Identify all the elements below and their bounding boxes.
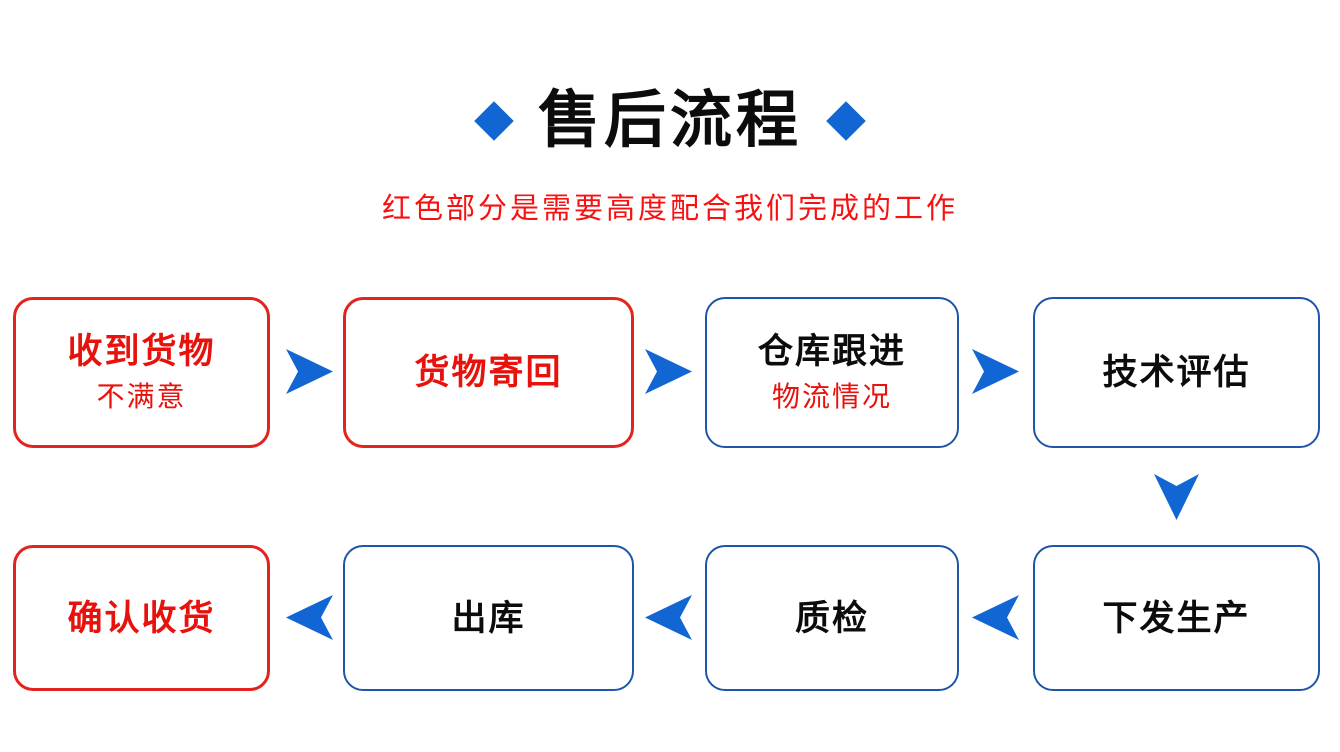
- flow-box-title: 出库: [451, 598, 526, 638]
- flow-box-goods-returned: 货物寄回: [343, 297, 634, 448]
- flow-arrow-right-icon: [286, 349, 333, 394]
- flow-arrow-left-icon: [286, 595, 333, 640]
- flow-arrow-right-icon: [645, 349, 692, 394]
- diamond-icon: [474, 101, 514, 141]
- flow-box-confirm-receipt: 确认收货: [13, 545, 270, 691]
- flow-arrow-left-icon: [645, 595, 692, 640]
- flow-box-title: 仓库跟进: [757, 332, 906, 371]
- diamond-icon: [826, 101, 866, 141]
- flow-arrow-down-icon: [1154, 474, 1199, 520]
- flow-arrow-left-icon: [972, 595, 1019, 640]
- flow-box-quality-inspection: 质检: [705, 545, 959, 691]
- flow-box-subtitle: 物流情况: [771, 381, 892, 412]
- flow-arrow-right-icon: [972, 349, 1019, 394]
- flow-box-title: 质检: [794, 598, 869, 638]
- page-subtitle: 红色部分是需要高度配合我们完成的工作: [381, 193, 958, 225]
- page-title-text: 售后流程: [537, 86, 802, 155]
- flow-box-title: 收到货物: [67, 332, 216, 371]
- flow-box-receive-goods: 收到货物 不满意: [13, 297, 270, 448]
- flow-box-title: 技术评估: [1102, 353, 1251, 392]
- flow-box-warehouse-follow-up: 仓库跟进 物流情况: [705, 297, 959, 448]
- flow-box-title: 下发生产: [1102, 598, 1251, 638]
- flow-box-title: 确认收货: [67, 598, 216, 638]
- flow-box-technical-evaluation: 技术评估: [1033, 297, 1320, 448]
- page-title: 售后流程: [0, 78, 1340, 164]
- flow-box-outbound: 出库: [343, 545, 634, 691]
- flow-box-subtitle: 不满意: [96, 381, 187, 412]
- flow-box-title: 货物寄回: [414, 353, 563, 392]
- flow-box-issue-to-production: 下发生产: [1033, 545, 1320, 691]
